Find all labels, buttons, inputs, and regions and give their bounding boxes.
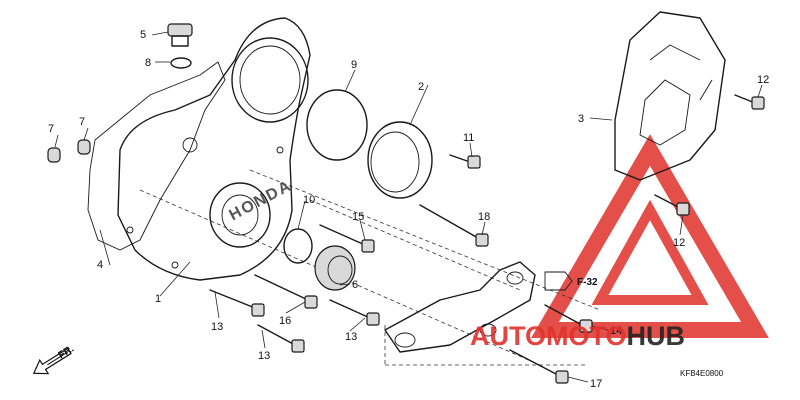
watermark-brand-part3: HUB bbox=[627, 321, 686, 351]
bolts bbox=[209, 94, 765, 384]
callout-7b: 7 bbox=[79, 116, 85, 128]
callout-14: 14 bbox=[610, 325, 622, 337]
callout-numbers: 1 2 3 4 5 6 7 7 8 9 10 11 12 12 13 13 13… bbox=[48, 29, 769, 390]
watermark-brand-part2: MOTO bbox=[546, 321, 627, 351]
dowel-pin bbox=[47, 147, 61, 163]
callout-7a: 7 bbox=[48, 123, 54, 135]
callout-18: 18 bbox=[478, 211, 490, 223]
callout-9: 9 bbox=[351, 59, 357, 71]
reference-marker: F-32 bbox=[544, 271, 598, 291]
callout-8: 8 bbox=[145, 57, 151, 69]
svg-text:AUTOMOTOHUB: AUTOMOTOHUB bbox=[470, 321, 685, 351]
o-ring-small bbox=[170, 57, 192, 69]
dowel-pin bbox=[77, 139, 91, 155]
callout-2: 2 bbox=[418, 81, 424, 93]
callout-13c: 13 bbox=[258, 350, 270, 362]
callout-15: 15 bbox=[352, 211, 364, 223]
callout-4: 4 bbox=[97, 259, 103, 271]
callout-16: 16 bbox=[279, 315, 291, 327]
callout-11: 11 bbox=[463, 132, 474, 144]
gasket bbox=[87, 61, 226, 251]
watermark-brand-text: AUTOMOTOHUB bbox=[470, 321, 685, 351]
diagram-code: KFB4E0800 bbox=[680, 369, 724, 378]
leader-lines bbox=[54, 31, 763, 383]
o-ring-plug bbox=[283, 228, 313, 264]
sprocket-cover bbox=[614, 11, 726, 181]
callout-10: 10 bbox=[303, 194, 315, 206]
callout-13b: 13 bbox=[345, 331, 357, 343]
callout-6: 6 bbox=[352, 279, 358, 291]
drain-plug bbox=[314, 245, 356, 291]
front-direction-arrow-icon bbox=[32, 347, 72, 375]
oil-filler-cap bbox=[167, 23, 193, 47]
embossed-logo-text: HONDA bbox=[227, 177, 296, 224]
callout-5: 5 bbox=[140, 29, 146, 41]
callout-17: 17 bbox=[590, 378, 602, 390]
callout-12a: 12 bbox=[757, 74, 769, 86]
bracket bbox=[384, 261, 536, 353]
watermark-logo-icon bbox=[531, 134, 769, 338]
reference-label: F-32 bbox=[577, 277, 598, 288]
watermark-brand-part1: AUTO bbox=[470, 321, 546, 351]
o-ring-large bbox=[306, 89, 368, 161]
callout-13a: 13 bbox=[211, 321, 223, 333]
callout-3: 3 bbox=[578, 113, 584, 125]
callout-1: 1 bbox=[155, 293, 161, 305]
callout-12b: 12 bbox=[673, 237, 685, 249]
cover-plate bbox=[367, 121, 433, 199]
